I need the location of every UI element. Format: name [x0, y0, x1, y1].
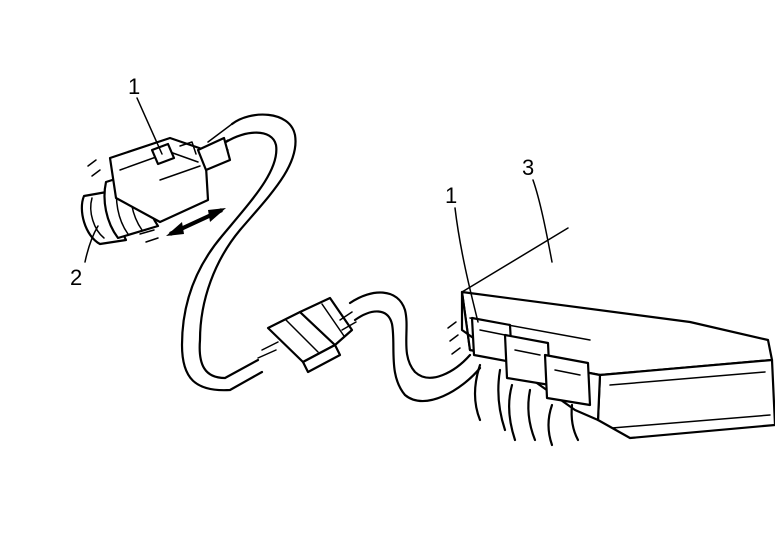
- callout-ecu-clip: 1: [445, 183, 457, 208]
- inline-connector-icon: [257, 296, 357, 374]
- double-arrow-icon: [166, 208, 226, 236]
- callout-sensor-clip: 1: [128, 74, 140, 99]
- control-module-icon: [447, 290, 775, 447]
- callout-sensor: 2: [70, 265, 82, 290]
- sensor-connector-icon: [80, 136, 232, 246]
- leader-lines: [84, 97, 569, 323]
- callout-ecu: 3: [522, 155, 534, 180]
